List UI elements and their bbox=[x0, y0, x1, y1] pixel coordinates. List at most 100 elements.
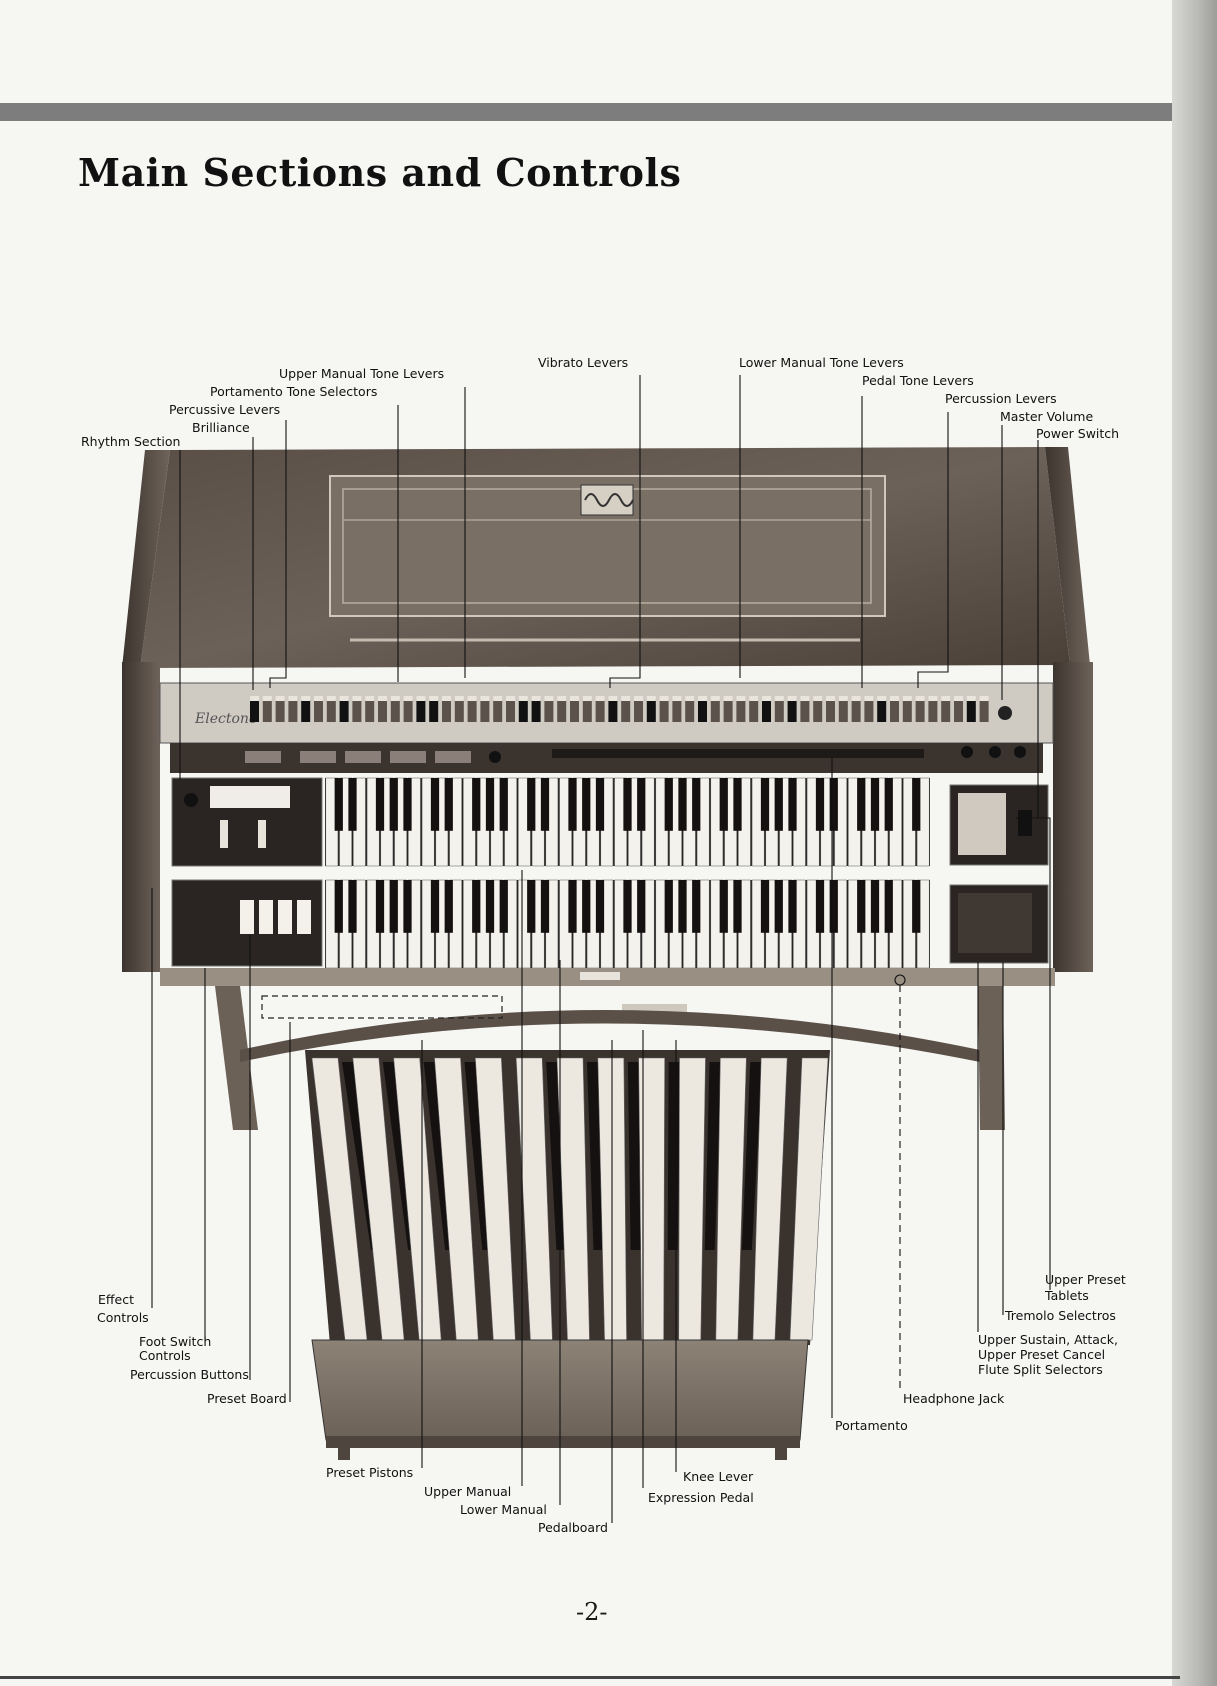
black-key[interactable] bbox=[623, 880, 632, 933]
black-key[interactable] bbox=[719, 778, 728, 831]
tone-lever[interactable] bbox=[352, 700, 362, 722]
black-key[interactable] bbox=[870, 880, 880, 933]
black-key[interactable] bbox=[582, 880, 591, 933]
tone-lever[interactable] bbox=[262, 700, 272, 722]
black-key[interactable] bbox=[389, 778, 398, 831]
tone-lever[interactable] bbox=[979, 700, 989, 722]
black-key[interactable] bbox=[678, 880, 687, 933]
tone-lever[interactable] bbox=[928, 700, 938, 722]
effect-control-slider-2[interactable] bbox=[258, 820, 266, 848]
tone-lever[interactable] bbox=[749, 700, 759, 722]
black-key[interactable] bbox=[664, 880, 673, 933]
preset-piston-5[interactable] bbox=[435, 751, 471, 763]
tone-lever[interactable] bbox=[800, 700, 810, 722]
tone-lever[interactable] bbox=[493, 700, 503, 722]
black-key[interactable] bbox=[334, 880, 343, 933]
tone-lever[interactable] bbox=[429, 700, 439, 722]
tone-lever[interactable] bbox=[915, 700, 925, 722]
tone-levers[interactable] bbox=[250, 696, 989, 722]
balance-knob-1[interactable] bbox=[989, 746, 1001, 758]
black-key[interactable] bbox=[375, 880, 385, 933]
black-key[interactable] bbox=[403, 778, 412, 831]
tone-lever[interactable] bbox=[557, 700, 567, 722]
black-key[interactable] bbox=[719, 880, 728, 933]
master-volume-knob[interactable] bbox=[961, 746, 973, 758]
black-key[interactable] bbox=[623, 778, 632, 831]
tone-lever[interactable] bbox=[339, 700, 349, 722]
tone-lever[interactable] bbox=[250, 700, 259, 722]
pedal-black[interactable] bbox=[546, 1062, 567, 1250]
preset-piston-1[interactable] bbox=[245, 751, 281, 763]
tone-lever[interactable] bbox=[288, 700, 298, 722]
pedal-white[interactable] bbox=[678, 1057, 706, 1341]
black-key[interactable] bbox=[568, 880, 577, 933]
tone-lever[interactable] bbox=[301, 700, 311, 722]
percussion-button-3[interactable] bbox=[278, 900, 292, 934]
tone-lever[interactable] bbox=[378, 700, 387, 722]
tone-lever[interactable] bbox=[442, 700, 451, 722]
balance-knob-2[interactable] bbox=[1014, 746, 1026, 758]
power-switch-knob[interactable] bbox=[998, 706, 1012, 720]
tone-lever[interactable] bbox=[698, 700, 707, 722]
black-key[interactable] bbox=[582, 778, 591, 831]
tone-lever[interactable] bbox=[864, 700, 874, 722]
preset-piston-4[interactable] bbox=[390, 751, 426, 763]
black-key[interactable] bbox=[334, 778, 343, 831]
black-key[interactable] bbox=[527, 778, 536, 831]
black-key[interactable] bbox=[499, 778, 508, 831]
black-key[interactable] bbox=[884, 880, 893, 933]
black-key[interactable] bbox=[540, 880, 550, 933]
tone-lever[interactable] bbox=[954, 700, 963, 722]
black-key[interactable] bbox=[678, 778, 687, 831]
black-key[interactable] bbox=[485, 880, 495, 933]
black-key[interactable] bbox=[472, 880, 481, 933]
pedal-white[interactable] bbox=[789, 1057, 829, 1341]
black-key[interactable] bbox=[774, 880, 783, 933]
tone-lever[interactable] bbox=[518, 700, 528, 722]
black-key[interactable] bbox=[444, 880, 453, 933]
tone-lever[interactable] bbox=[723, 700, 733, 722]
tone-lever[interactable] bbox=[608, 700, 618, 722]
tone-lever[interactable] bbox=[403, 700, 413, 722]
tone-lever[interactable] bbox=[506, 700, 515, 722]
tone-lever[interactable] bbox=[544, 700, 554, 722]
black-key[interactable] bbox=[568, 778, 577, 831]
tone-lever[interactable] bbox=[390, 700, 400, 722]
upper-manual[interactable] bbox=[325, 777, 930, 867]
black-key[interactable] bbox=[884, 778, 893, 831]
tone-lever[interactable] bbox=[480, 700, 490, 722]
tone-lever[interactable] bbox=[531, 700, 541, 722]
black-key[interactable] bbox=[774, 778, 783, 831]
tone-lever[interactable] bbox=[877, 700, 887, 722]
tone-lever[interactable] bbox=[454, 700, 464, 722]
preset-piston-3[interactable] bbox=[345, 751, 381, 763]
tone-lever[interactable] bbox=[787, 700, 797, 722]
tone-lever[interactable] bbox=[570, 700, 579, 722]
tone-lever[interactable] bbox=[582, 700, 592, 722]
black-key[interactable] bbox=[692, 880, 701, 933]
percussion-button-4[interactable] bbox=[297, 900, 311, 934]
black-key[interactable] bbox=[870, 778, 880, 831]
tone-lever[interactable] bbox=[762, 700, 771, 722]
black-key[interactable] bbox=[348, 880, 357, 933]
black-key[interactable] bbox=[348, 778, 357, 831]
tremolo-switch[interactable] bbox=[1018, 810, 1032, 836]
black-key[interactable] bbox=[430, 778, 440, 831]
black-key[interactable] bbox=[595, 778, 605, 831]
black-key[interactable] bbox=[733, 778, 742, 831]
tone-lever[interactable] bbox=[634, 700, 643, 722]
black-key[interactable] bbox=[912, 880, 921, 933]
tone-lever[interactable] bbox=[851, 700, 861, 722]
black-key[interactable] bbox=[829, 880, 838, 933]
pedal-black[interactable] bbox=[704, 1062, 722, 1250]
tone-lever[interactable] bbox=[275, 700, 285, 722]
black-key[interactable] bbox=[527, 880, 536, 933]
preset-piston-2[interactable] bbox=[300, 751, 336, 763]
black-key[interactable] bbox=[760, 778, 770, 831]
tone-lever[interactable] bbox=[826, 700, 835, 722]
tone-lever[interactable] bbox=[685, 700, 695, 722]
percussion-button-1[interactable] bbox=[240, 900, 254, 934]
black-key[interactable] bbox=[472, 778, 481, 831]
tone-lever[interactable] bbox=[621, 700, 631, 722]
effect-control-slider-1[interactable] bbox=[220, 820, 228, 848]
